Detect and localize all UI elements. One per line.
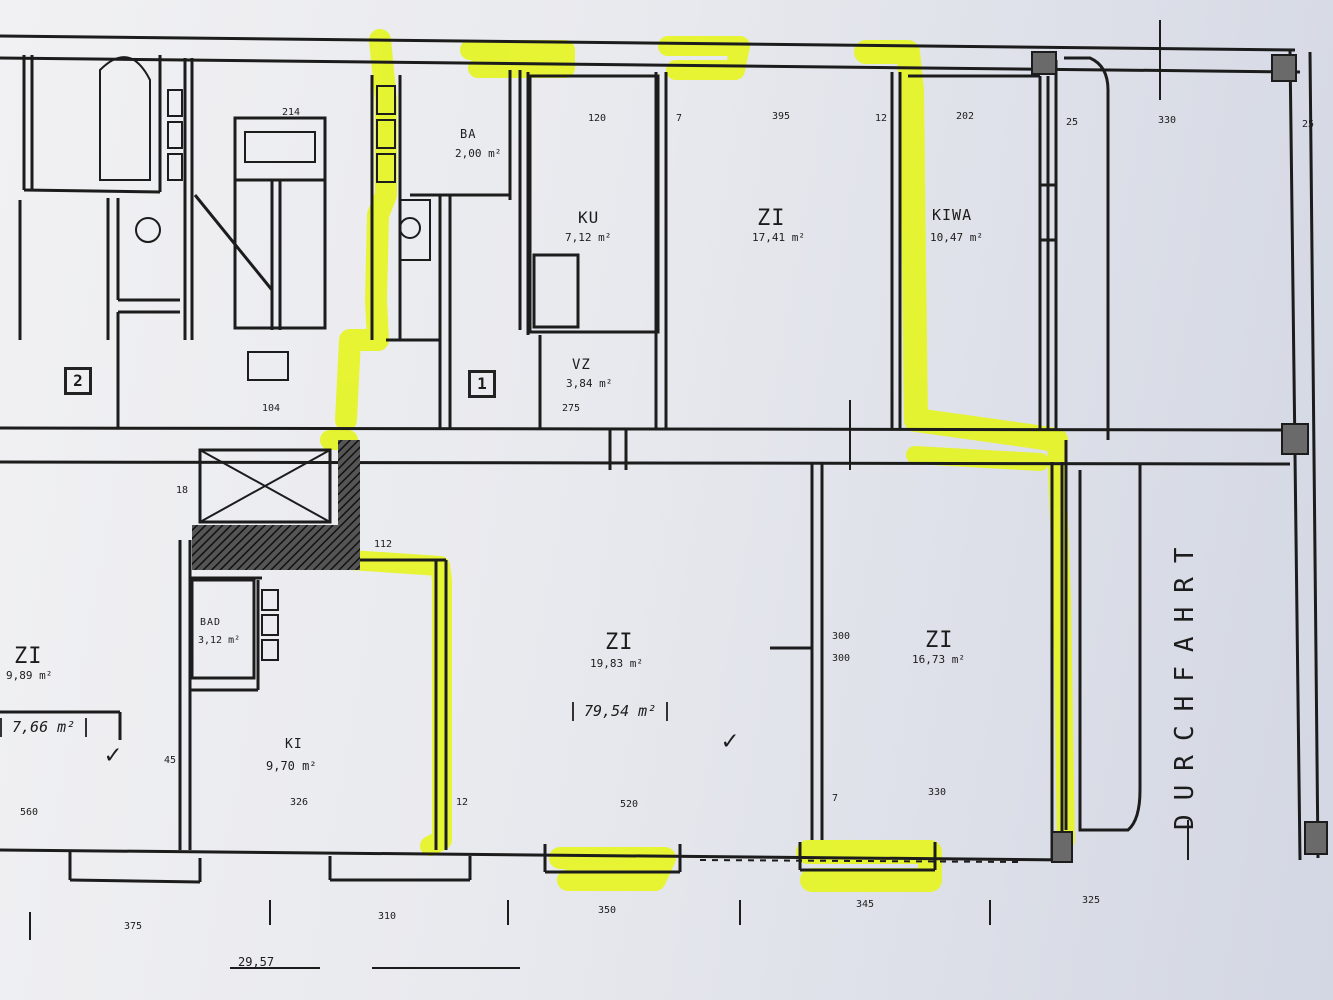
- dim-label: 300: [832, 653, 851, 664]
- room-name-kiwa: KIWA: [932, 206, 973, 224]
- dim-label: 214: [282, 107, 301, 118]
- room-area-bad: 2,00 m²: [455, 147, 502, 160]
- dim-label: 520: [620, 799, 639, 810]
- room-area-ku: 7,12 m²: [565, 231, 612, 244]
- dim-label: 326: [290, 797, 309, 808]
- dim-label: 325: [1082, 895, 1101, 906]
- unit-number-2: 2: [64, 367, 92, 395]
- room-area-kiwa: 10,47 m²: [930, 231, 983, 244]
- room-name-zi-center: ZI: [605, 630, 634, 655]
- room-name-zi-left: ZI: [14, 644, 43, 669]
- driveway-label: DURCHFAHRT: [1170, 533, 1200, 830]
- dim-label: 45: [164, 755, 177, 766]
- unit-number-1: 1: [468, 370, 496, 398]
- room-area-zi-right: 16,73 m²: [912, 653, 965, 666]
- dim-label: 104: [262, 403, 281, 414]
- dim-label: 7: [832, 793, 839, 804]
- walls: [0, 34, 1320, 884]
- room-name-zi-top-right: ZI: [757, 206, 786, 231]
- dim-label: 202: [956, 111, 975, 122]
- room-area-zi-top-right: 17,41 m²: [752, 231, 805, 244]
- room-area-zi-center: 19,83 m²: [590, 657, 643, 670]
- dim-label: 25: [1066, 117, 1079, 128]
- left-unit-partial-area: 7,66 m²: [0, 718, 88, 737]
- hatched-core: [192, 440, 360, 570]
- dim-label: 395: [772, 111, 791, 122]
- unit-total-area: 79,54 m²: [572, 702, 669, 721]
- dimension-ticks: [29, 20, 1189, 969]
- room-name-bad-left: BAD: [200, 617, 222, 628]
- highlighter-marks: [320, 29, 1075, 892]
- dim-label: 12: [456, 797, 469, 808]
- dim-label: 330: [1158, 115, 1177, 126]
- room-area-zi-left: 9,89 m²: [6, 669, 53, 682]
- room-name-ku: KU: [578, 208, 600, 227]
- dim-label: 7: [676, 113, 683, 124]
- room-name-bad: BA: [460, 127, 477, 141]
- dim-label: 300: [832, 631, 851, 642]
- room-area-vz: 3,84 m²: [566, 377, 613, 390]
- room-name-vz: VZ: [572, 357, 591, 373]
- dim-label: 275: [562, 403, 581, 414]
- dim-label: 120: [588, 113, 607, 124]
- dim-label: 560: [20, 807, 39, 818]
- dim-label: 350: [598, 905, 617, 916]
- fixtures: [99, 56, 431, 661]
- dim-label: 112: [374, 539, 393, 550]
- room-area-bad-left: 3,12 m²: [198, 635, 241, 646]
- room-name-ki-left: KI: [285, 737, 303, 752]
- dim-label: 29,57: [238, 955, 275, 969]
- room-name-zi-right: ZI: [925, 628, 954, 653]
- dim-label: 310: [378, 911, 397, 922]
- dim-label: 12: [875, 113, 888, 124]
- dim-label: 330: [928, 787, 947, 798]
- columns: [1031, 51, 1328, 863]
- dim-label: 18: [176, 485, 189, 496]
- room-area-ki-left: 9,70 m²: [266, 759, 317, 773]
- check-mark-left: ✓: [105, 740, 121, 770]
- dim-label: 375: [124, 921, 143, 932]
- dim-label: 25: [1302, 119, 1315, 130]
- check-mark: ✓: [722, 726, 738, 756]
- dim-label: 345: [856, 899, 875, 910]
